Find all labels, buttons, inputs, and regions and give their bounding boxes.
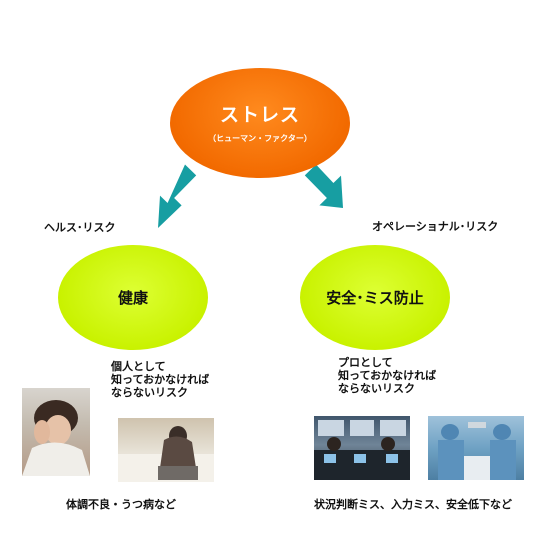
cockpit-illustration xyxy=(314,420,410,480)
safety-node-label: 安全･ミス防止 xyxy=(326,289,424,307)
personal-risk-note: 個人として 知っておかなければ ならないリスク xyxy=(111,360,209,399)
note-line: プロとして xyxy=(338,356,393,369)
health-caption: 体調不良・うつ病など xyxy=(66,498,176,511)
woman-headache-photo xyxy=(22,388,90,476)
note-line: 個人として xyxy=(111,360,166,373)
cockpit-pilots-photo xyxy=(314,416,410,480)
operational-caption: 状況判断ミス、入力ミス、安全低下など xyxy=(314,498,512,511)
surgery-team-photo xyxy=(428,416,524,480)
arrow-to-safety xyxy=(304,164,343,208)
health-risk-label: ヘルス･リスク xyxy=(44,221,116,234)
professional-risk-note: プロとして 知っておかなければ ならないリスク xyxy=(338,356,436,395)
depressed-man-photo xyxy=(118,418,214,482)
health-node: 健康 xyxy=(58,245,208,350)
note-line: 知っておかなければ xyxy=(111,373,210,386)
surgery-illustration xyxy=(438,422,516,480)
arrow-to-health xyxy=(158,164,197,228)
safety-node: 安全･ミス防止 xyxy=(300,245,450,350)
note-line: 知っておかなければ xyxy=(338,369,437,382)
health-node-label: 健康 xyxy=(117,289,148,307)
note-line: ならないリスク xyxy=(111,386,188,399)
stress-subtitle: （ヒューマン・ファクター） xyxy=(208,133,312,143)
note-line: ならないリスク xyxy=(338,382,415,395)
operational-risk-label: オペレーショナル･リスク xyxy=(372,220,499,233)
stress-node: ストレス （ヒューマン・ファクター） xyxy=(170,68,350,178)
woman-headache-illustration xyxy=(22,400,90,476)
stress-title: ストレス xyxy=(219,103,300,126)
depressed-man-illustration xyxy=(118,426,214,482)
